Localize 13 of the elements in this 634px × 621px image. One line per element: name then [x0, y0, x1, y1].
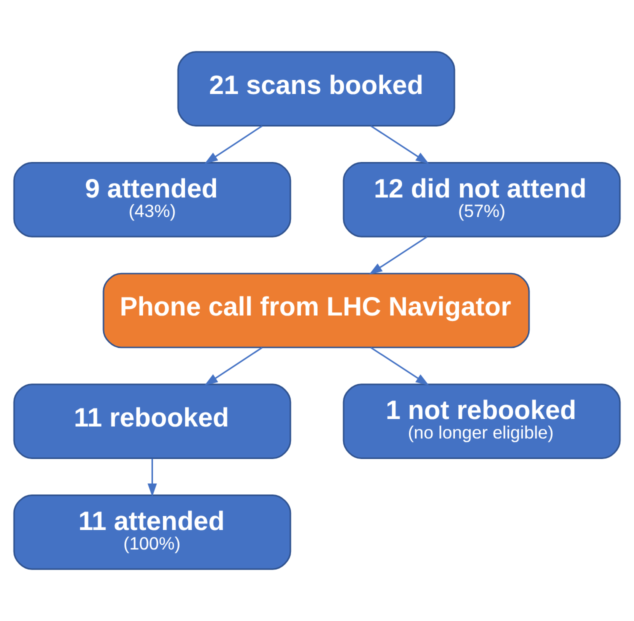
- node-box: 11 rebooked: [13, 384, 292, 459]
- arrow: [204, 125, 263, 164]
- arrow: [204, 346, 263, 386]
- node-box: 21 scans booked: [177, 51, 456, 127]
- arrow: [370, 346, 430, 386]
- arrow: [370, 125, 430, 164]
- node-box: 11 attended (100%): [13, 494, 292, 570]
- arrow: [368, 236, 428, 275]
- node-box: Phone call from LHC Navigator: [102, 272, 530, 348]
- arrow: [148, 458, 157, 497]
- node-box: 1 not rebooked (no longer eligible): [342, 384, 621, 459]
- node-box: 9 attended (43%): [13, 162, 292, 238]
- node-box: 12 did not attend (57%): [342, 162, 621, 238]
